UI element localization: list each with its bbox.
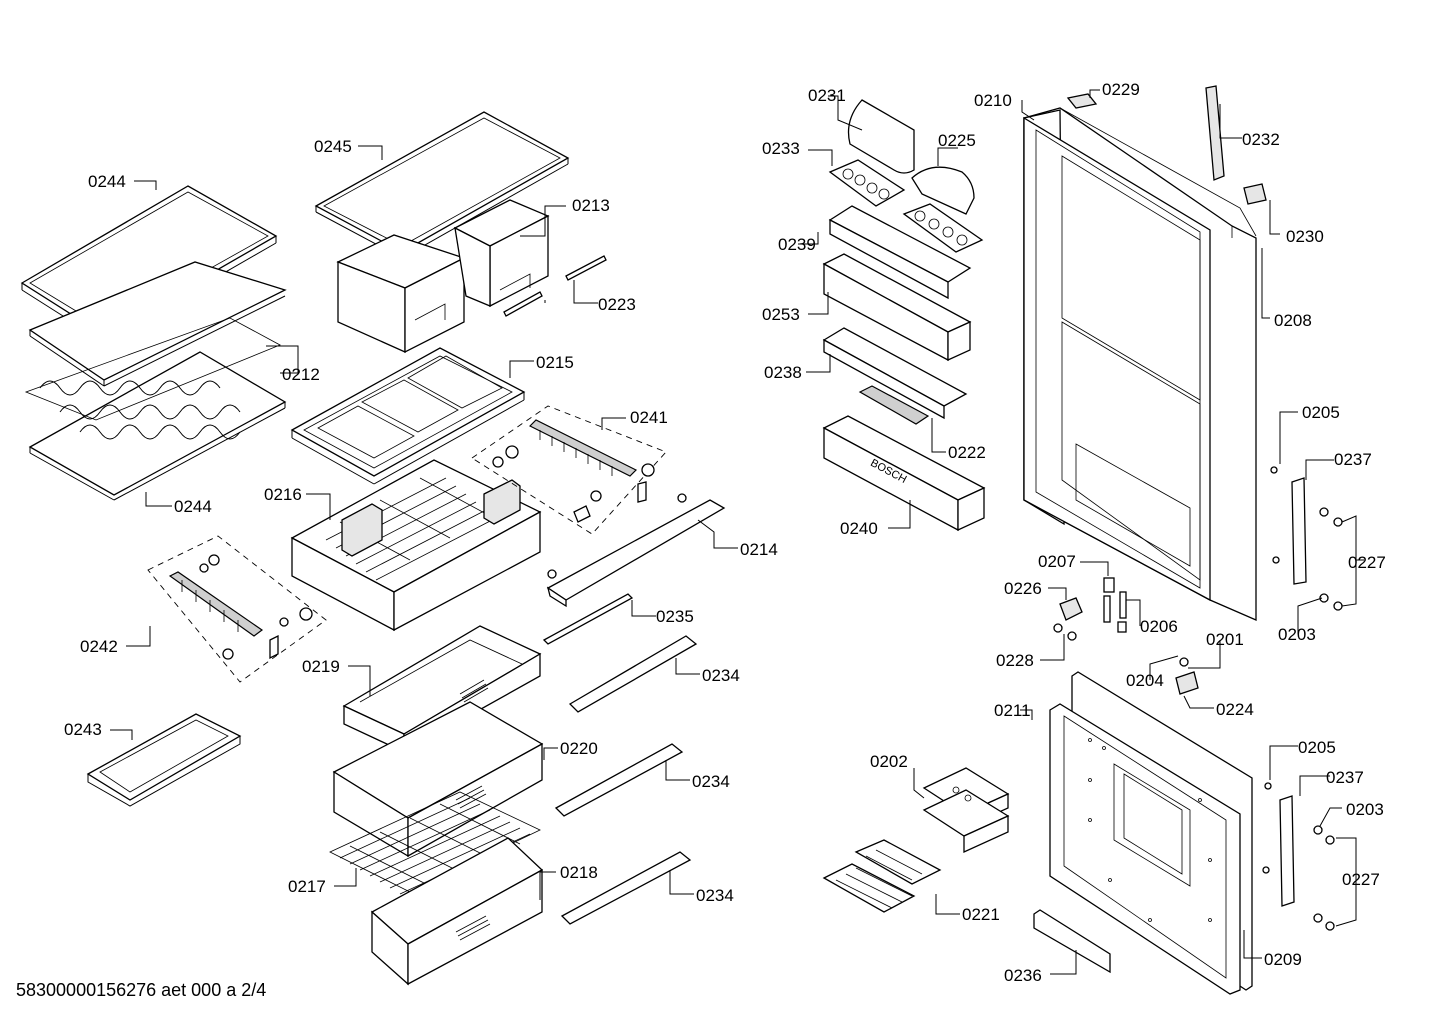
callout-0244-lower: 0244 [174, 497, 212, 516]
callout-0203-upper: 0203 [1278, 625, 1316, 644]
callout-0243: 0243 [64, 720, 102, 739]
part-hinge-kit [1053, 577, 1199, 695]
part-ice-packs-0202 [922, 767, 1010, 854]
part-bracket-kit-right [471, 405, 667, 535]
callout-0231: 0231 [808, 86, 846, 105]
callout-0212: 0212 [282, 365, 320, 384]
callout-0240: 0240 [840, 519, 878, 538]
callout-0228: 0228 [996, 651, 1034, 670]
callout-0238: 0238 [764, 363, 802, 382]
callout-0201: 0201 [1206, 630, 1244, 649]
callout-0203-lower: 0203 [1346, 800, 1384, 819]
part-wire-shelf-0217 [329, 791, 541, 895]
part-hinge-plate-0232 [1205, 85, 1225, 181]
callout-0210: 0210 [974, 91, 1012, 110]
callout-0217: 0217 [288, 877, 326, 896]
callout-0226: 0226 [1004, 579, 1042, 598]
callout-0229: 0229 [1102, 80, 1140, 99]
callout-0232: 0232 [1242, 130, 1280, 149]
part-insulation-blocks [336, 199, 550, 354]
callout-0244-upper: 0244 [88, 172, 126, 191]
part-tray-0243 [86, 713, 242, 807]
part-cover-0225 [911, 166, 975, 215]
callout-0245: 0245 [314, 137, 352, 156]
callout-0224: 0224 [1216, 700, 1254, 719]
part-door-shelf-0238 [822, 327, 968, 420]
part-rail-0234-b [554, 743, 684, 817]
part-flap-0231 [847, 99, 915, 174]
callout-0205-upper: 0205 [1302, 403, 1340, 422]
callout-0233: 0233 [762, 139, 800, 158]
callout-0241: 0241 [630, 408, 668, 427]
callout-0213: 0213 [572, 196, 610, 215]
part-handle-hardware-lower [1262, 782, 1335, 931]
callout-0214: 0214 [740, 540, 778, 559]
part-door-shelf-0239 [828, 205, 972, 300]
callout-0237-lower: 0237 [1326, 768, 1364, 787]
part-ice-trays-0221 [822, 839, 942, 913]
callout-0211: 0211 [994, 701, 1031, 720]
part-rail-0234-a [568, 635, 698, 713]
callout-0237-upper: 0237 [1334, 450, 1372, 469]
part-bracket-kit-left [147, 535, 327, 683]
callout-0227-lower: 0227 [1342, 870, 1380, 889]
callout-0220: 0220 [560, 739, 598, 758]
part-crisper-cover [290, 347, 526, 485]
callout-0215: 0215 [536, 353, 574, 372]
part-rail-0234-c [560, 851, 692, 925]
part-drawer-0218 [370, 837, 544, 986]
part-egg-tray-0233 [828, 159, 906, 207]
callout-0242: 0242 [80, 637, 118, 656]
callout-0223: 0223 [598, 295, 636, 314]
callout-0204: 0204 [1126, 671, 1164, 690]
part-glass-shelf-middle [28, 261, 287, 387]
callout-0208: 0208 [1274, 311, 1312, 330]
part-rods-0223 [503, 255, 607, 317]
part-front-trim-0214 [546, 493, 726, 608]
part-egg-tray-right [902, 203, 984, 253]
part-rod-0235 [542, 593, 634, 645]
callout-0209: 0209 [1264, 950, 1302, 969]
callout-0236: 0236 [1004, 966, 1042, 985]
callout-0225: 0225 [938, 131, 976, 150]
callout-labels: 0244 0245 0213 0223 0212 0215 0241 0216 … [64, 80, 1386, 985]
document-id: 58300000156276 aet 000 a 2/4 [16, 980, 267, 1000]
part-hinge-cover-0229 [1066, 93, 1098, 109]
part-fridge-door [1023, 107, 1257, 621]
part-freezer-door [1049, 671, 1253, 995]
callout-0234-c: 0234 [696, 886, 734, 905]
part-glass-shelf-lower [28, 351, 287, 501]
callout-0219: 0219 [302, 657, 340, 676]
leader-lines [110, 89, 1364, 975]
part-door-bin-0253 [822, 253, 972, 362]
part-door-bin-0240: BOSCH [822, 415, 986, 532]
callout-0235: 0235 [656, 607, 694, 626]
callout-0234-b: 0234 [692, 772, 730, 791]
callout-0227-upper: 0227 [1348, 553, 1386, 572]
callout-0239: 0239 [778, 235, 816, 254]
callout-0207: 0207 [1038, 552, 1076, 571]
callout-0206: 0206 [1140, 617, 1178, 636]
callout-0222: 0222 [948, 443, 986, 462]
part-bottle-rack [24, 317, 281, 440]
callout-0216: 0216 [264, 485, 302, 504]
callout-0234-a: 0234 [702, 666, 740, 685]
callout-0230: 0230 [1286, 227, 1324, 246]
part-handle-hardware-upper [1270, 466, 1343, 611]
callout-0218: 0218 [560, 863, 598, 882]
part-rack-0222 [858, 385, 930, 425]
callout-0205-lower: 0205 [1298, 738, 1336, 757]
part-trim-0236 [1033, 909, 1111, 974]
part-crisper-drawer-large [290, 459, 542, 632]
callout-0202: 0202 [870, 752, 908, 771]
callout-0221: 0221 [962, 905, 1000, 924]
callout-0253: 0253 [762, 305, 800, 324]
part-cap-0230 [1243, 183, 1267, 205]
